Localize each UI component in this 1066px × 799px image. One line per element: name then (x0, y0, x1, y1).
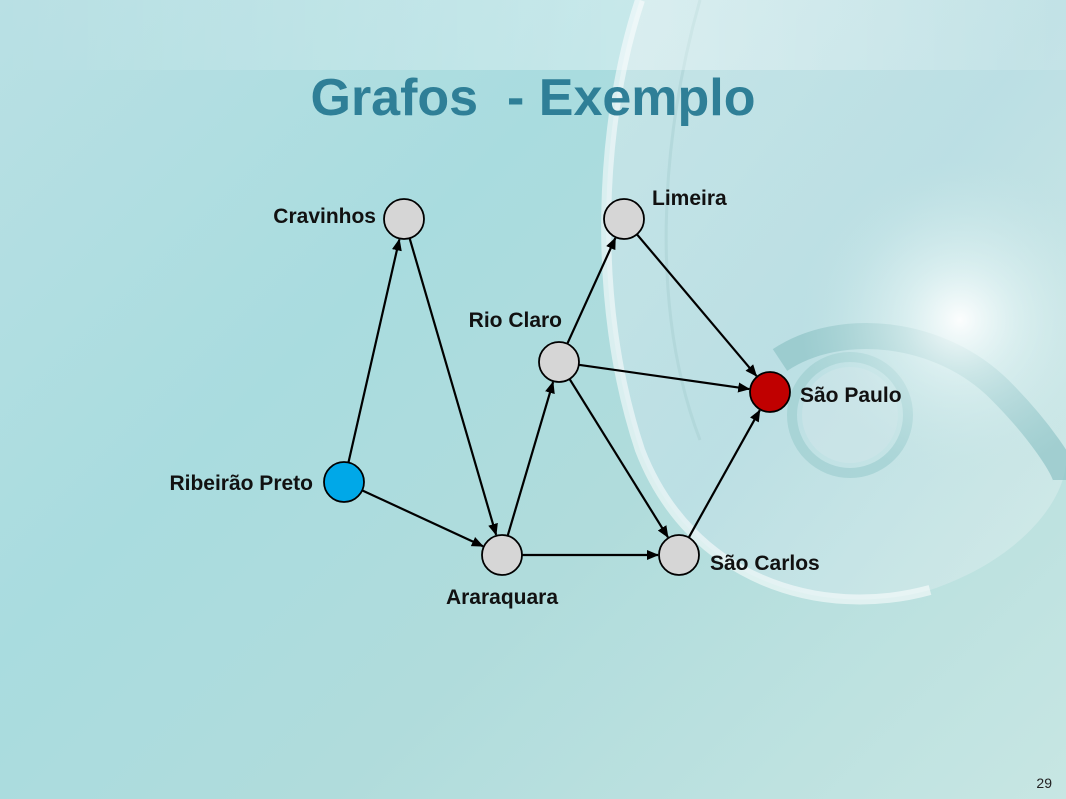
node-label-araraquara: Araraquara (446, 586, 558, 609)
edge-sao-carlos-to-sao-paulo (687, 409, 761, 539)
node-ribeirao-preto: Ribeirão Preto (169, 461, 365, 503)
edge-araraquara-to-rio-claro (506, 381, 555, 537)
edge-rio-claro-to-sao-paulo (578, 363, 751, 393)
node-sao-paulo: São Paulo (749, 371, 902, 413)
node-circle-sao-carlos (658, 534, 700, 576)
node-label-rio-claro: Rio Claro (469, 309, 562, 332)
node-circle-sao-paulo (749, 371, 791, 413)
node-circle-araraquara (481, 534, 523, 576)
node-rio-claro: Rio Claro (469, 309, 580, 383)
node-label-limeira: Limeira (652, 187, 727, 210)
node-cravinhos: Cravinhos (273, 198, 425, 240)
node-circle-rio-claro (538, 341, 580, 383)
node-limeira: Limeira (603, 187, 727, 240)
edge-cravinhos-to-araraquara (408, 237, 498, 536)
edge-rio-claro-to-sao-carlos (568, 378, 669, 539)
node-label-ribeirao-preto: Ribeirão Preto (169, 472, 313, 495)
page-number: 29 (1036, 775, 1052, 791)
node-araraquara: Araraquara (446, 534, 558, 609)
node-label-sao-carlos: São Carlos (710, 552, 820, 575)
node-label-sao-paulo: São Paulo (800, 384, 902, 407)
edges-layer (347, 233, 761, 560)
node-circle-ribeirao-preto (323, 461, 365, 503)
edge-ribeirao-preto-to-cravinhos (347, 238, 402, 463)
slide-title: Grafos - Exemplo (310, 69, 756, 127)
edge-ribeirao-preto-to-araraquara (361, 489, 484, 548)
node-circle-cravinhos (383, 198, 425, 240)
node-sao-carlos: São Carlos (658, 534, 820, 576)
node-label-cravinhos: Cravinhos (273, 205, 376, 228)
edge-limeira-to-sao-paulo (636, 233, 758, 377)
edge-rio-claro-to-limeira (566, 237, 617, 345)
node-circle-limeira (603, 198, 645, 240)
